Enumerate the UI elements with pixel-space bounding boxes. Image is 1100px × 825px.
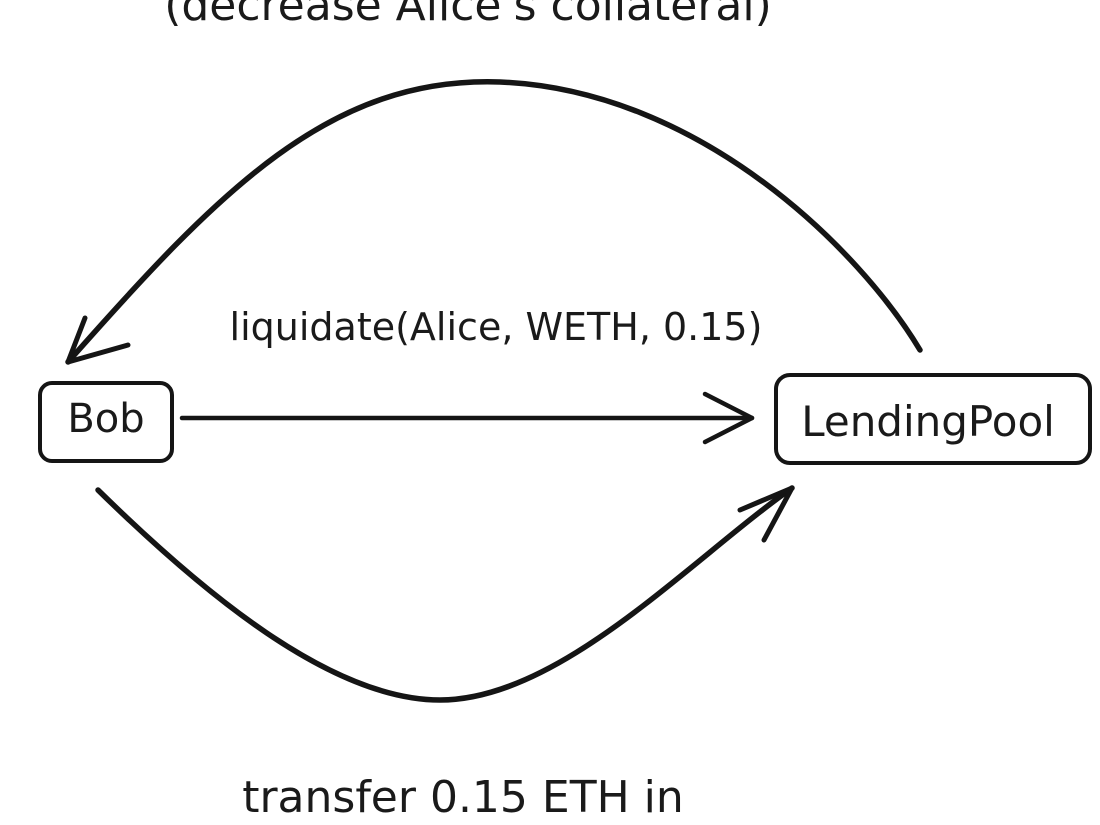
return-arc (65, 79, 923, 365)
bob-label: Bob (67, 396, 144, 442)
lendingpool-node (774, 373, 1092, 465)
bottom-caption: transfer 0.15 ETH in (242, 772, 684, 823)
bob-node (38, 381, 174, 463)
return-arrowhead (65, 315, 131, 365)
liquidate-call-label: liquidate(Alice, WETH, 0.15) (230, 305, 763, 349)
call-arrowhead (702, 391, 755, 445)
transfer-arrowhead (737, 485, 795, 543)
transfer-arc (95, 485, 795, 703)
top-caption: (decrease Alice's collateral) (164, 0, 772, 31)
lendingpool-label: LendingPool (801, 397, 1055, 446)
